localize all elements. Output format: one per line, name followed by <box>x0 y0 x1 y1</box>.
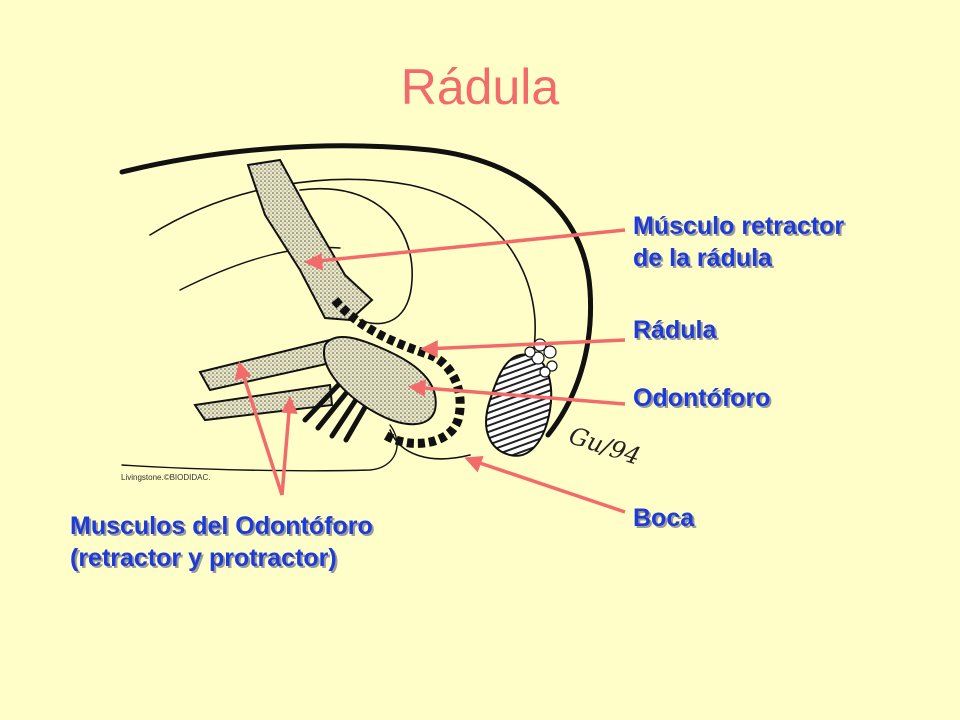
odontophore-cartilage <box>323 336 437 426</box>
slide-title: Rádula <box>400 59 560 115</box>
label-line-2: (retractor y protractor) <box>70 544 337 572</box>
granular-cap <box>524 338 558 378</box>
pointer-mouth <box>467 457 626 514</box>
label-radula: Rádula <box>633 316 717 344</box>
label-mouth: Boca <box>633 504 695 532</box>
mouth-curve <box>389 429 471 460</box>
odontophore-protractor-muscle <box>198 338 337 392</box>
odontophore-retractor-muscle <box>193 383 334 422</box>
image-credit: Livingstone.©BIODIDAC. <box>121 473 211 482</box>
label-line-1: Musculos del Odontóforo <box>70 512 373 540</box>
lower-contour <box>121 424 398 472</box>
outer-dorsal-contour <box>119 143 594 438</box>
label-radula-retractor-muscle: Músculo retractor de la rádula <box>633 210 844 274</box>
radula-retractor-muscle <box>246 158 374 322</box>
pointer-odontophore <box>411 385 626 406</box>
striped-organ <box>485 353 553 457</box>
pointer-radula <box>423 338 626 351</box>
label-odontophore: Odontóforo <box>633 384 771 412</box>
radula-ribbon <box>331 297 465 448</box>
pointer-retractor <box>307 228 626 264</box>
pointer-muscle-b <box>280 399 292 496</box>
inner-loop <box>299 187 413 325</box>
label-line-2: de la rádula <box>633 244 772 272</box>
pointer-muscle-a <box>238 364 284 496</box>
pointer-lines <box>234 228 626 514</box>
label-line-1: Músculo retractor <box>633 212 845 240</box>
label-odontophore-muscles: Musculos del Odontóforo (retractor y pro… <box>70 510 373 574</box>
